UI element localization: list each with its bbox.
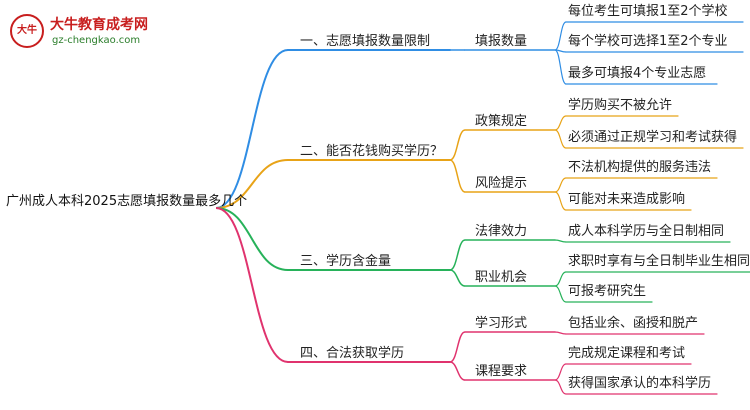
logo-mark: 大牛 (10, 14, 44, 48)
leaf-connector (554, 363, 567, 381)
site-logo: 大牛 大牛教育成考网 gz-chengkao.com (6, 8, 156, 52)
leaf-topic: 每个学校可选择1至2个专业 (568, 34, 728, 49)
subtopic: 填报数量 (475, 34, 528, 49)
subtopic: 学习形式 (475, 316, 528, 331)
leaf-connector (554, 129, 567, 149)
leaf-connector (554, 239, 567, 243)
branch-connector (215, 159, 289, 209)
branch-topic: 一、志愿填报数量限制 (300, 34, 431, 49)
subtopic: 风险提示 (475, 176, 528, 191)
leaf-connector (554, 177, 567, 193)
leaf-connector (554, 49, 567, 85)
leaf-connector (554, 379, 567, 395)
subtopic-connector (449, 269, 466, 287)
leaf-topic: 获得国家承认的本科学历 (568, 376, 712, 391)
leaf-topic: 完成规定课程和考试 (568, 346, 686, 361)
leaf-topic: 最多可填报4个专业志愿 (568, 66, 707, 81)
leaf-topic: 每位考生可填报1至2个学校 (568, 4, 728, 19)
branch-connector (215, 49, 289, 209)
root-topic: 广州成人本科2025志愿填报数量最多几个 (6, 194, 248, 209)
leaf-topic: 不法机构提供的服务违法 (568, 160, 712, 175)
leaf-topic: 可报考研究生 (568, 284, 647, 299)
subtopic: 政策规定 (475, 114, 528, 129)
subtopic: 课程要求 (475, 364, 528, 379)
leaf-topic: 可能对未来造成影响 (568, 192, 686, 207)
leaf-topic: 求职时享有与全日制毕业生相同机会 (568, 254, 750, 269)
leaf-connector (554, 271, 567, 287)
leaf-topic: 学历购买不被允许 (568, 98, 673, 113)
subtopic-connector (449, 239, 466, 271)
leaf-topic: 必须通过正规学习和考试获得 (568, 130, 738, 145)
leaf-connector (554, 331, 567, 335)
branch-connector (215, 207, 289, 363)
leaf-topic: 成人本科学历与全日制相同 (568, 224, 725, 239)
leaf-connector (554, 21, 567, 51)
leaf-topic: 包括业余、函授和脱产 (568, 316, 699, 331)
leaf-connector (554, 115, 567, 131)
subtopic: 法律效力 (475, 224, 528, 239)
logo-site-name: 大牛教育成考网 (50, 17, 148, 33)
subtopic-connector (449, 129, 466, 161)
logo-site-url: gz-chengkao.com (52, 35, 141, 46)
branch-connector (215, 207, 289, 271)
branch-topic: 四、合法获取学历 (300, 346, 405, 361)
branch-topic: 三、学历含金量 (300, 254, 392, 269)
subtopic-connector (449, 361, 466, 381)
branch-topic: 二、能否花钱购买学历？ (300, 144, 444, 159)
subtopic-connector (449, 159, 466, 193)
leaf-connector (554, 285, 567, 303)
leaf-connector (554, 191, 567, 211)
subtopic: 职业机会 (475, 270, 528, 285)
subtopic-connector (449, 331, 466, 363)
